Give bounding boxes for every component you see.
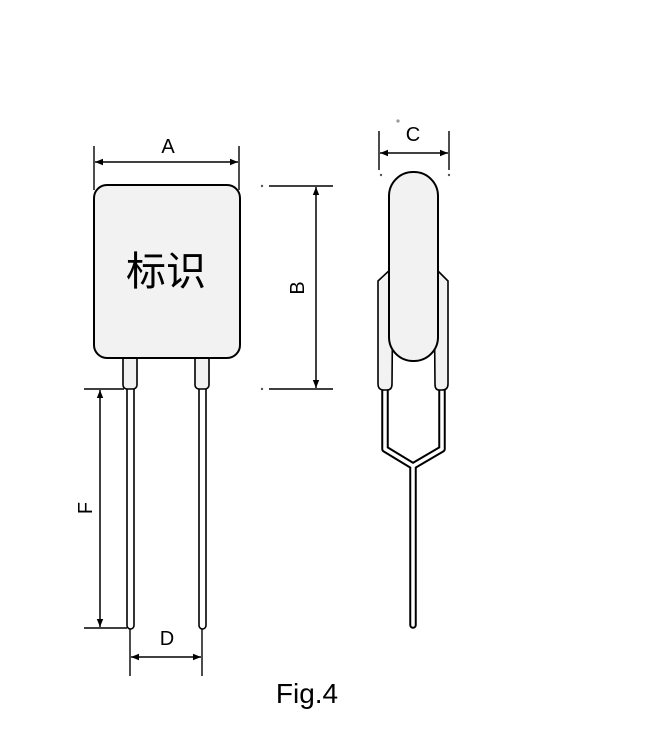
dimension-f: F — [75, 388, 127, 629]
front-body — [93, 184, 241, 359]
reference-dot — [260, 184, 264, 188]
dimension-a: A — [93, 136, 240, 190]
reference-dot — [260, 387, 264, 391]
marking-text: 标识 — [126, 249, 206, 295]
dim-f-label: F — [75, 502, 97, 514]
dimension-d: D — [129, 628, 203, 676]
side-left-wire-outline — [381, 380, 417, 629]
dim-a-label: A — [161, 136, 175, 158]
front-left-lead — [126, 384, 135, 630]
front-left-lead-shoulder — [122, 354, 138, 390]
side-view — [377, 171, 449, 629]
dim-d-label: D — [160, 628, 174, 650]
dimension-b: B — [260, 184, 333, 391]
reference-dot — [379, 173, 383, 177]
side-right-wire-outline — [409, 380, 446, 470]
reference-dot — [396, 119, 400, 123]
front-right-lead — [198, 384, 207, 630]
side-body — [388, 171, 439, 362]
side-left-wire — [383, 382, 415, 627]
dim-b-label: B — [287, 281, 309, 294]
front-view: 标识 — [93, 184, 241, 630]
side-right-wire — [411, 382, 444, 468]
front-right-lead-shoulder — [194, 354, 210, 390]
dimension-c: C — [378, 119, 451, 177]
figure-caption: Fig.4 — [276, 678, 338, 709]
dim-c-label: C — [406, 124, 420, 146]
reference-dot — [447, 173, 451, 177]
